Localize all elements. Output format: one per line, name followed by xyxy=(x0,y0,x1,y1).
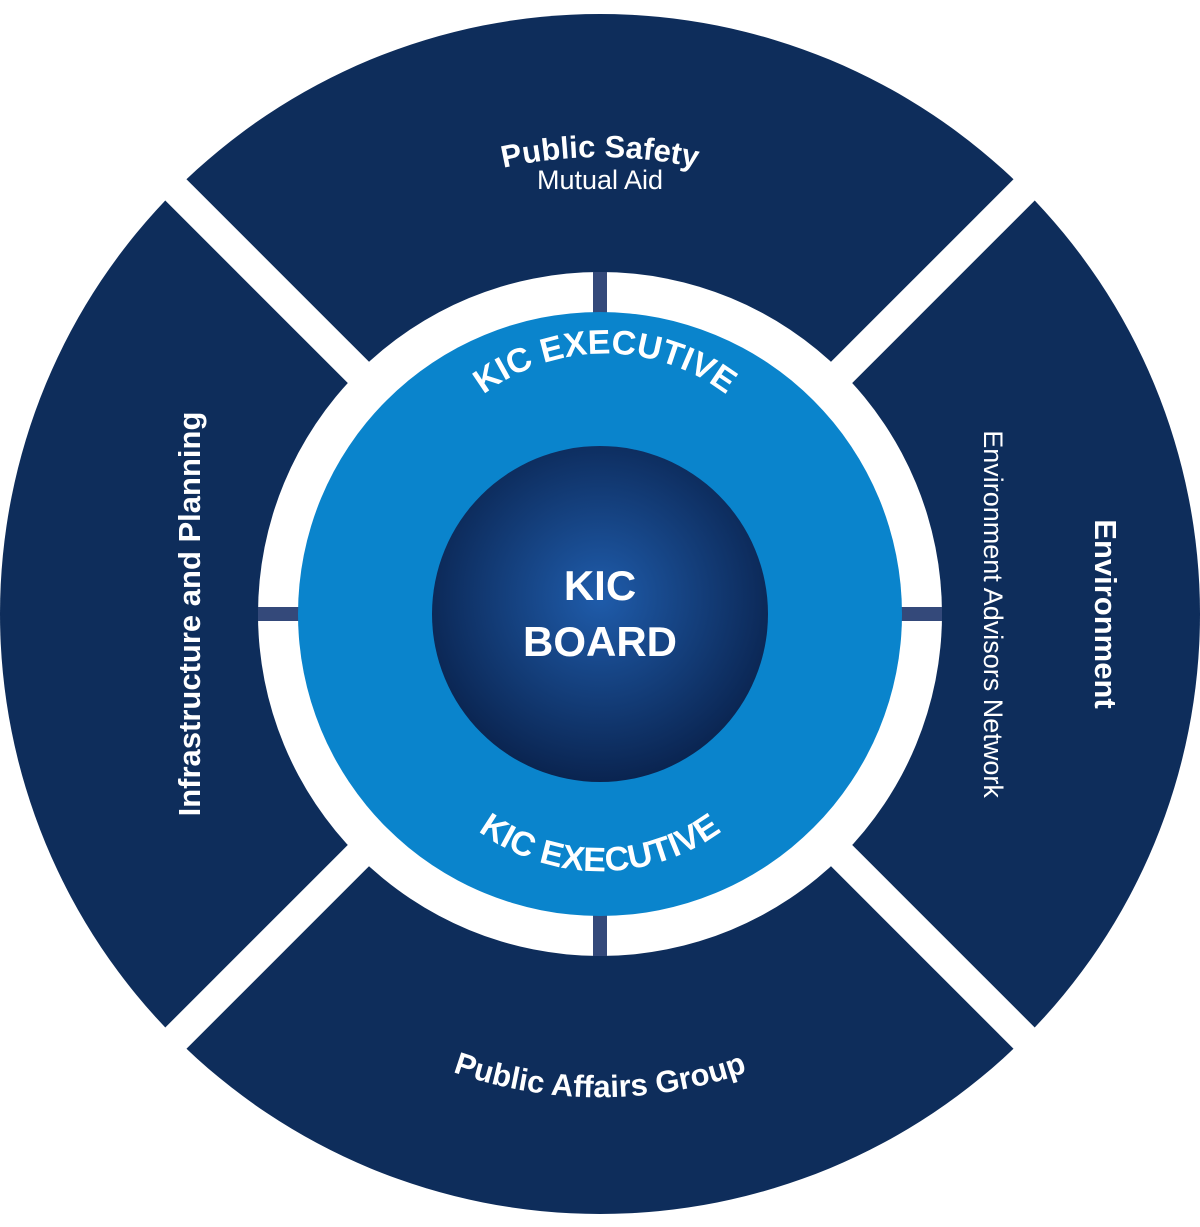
connector-right xyxy=(900,607,942,621)
board-label-line1: KIC xyxy=(564,562,636,609)
segment-right-subtitle: Environment Advisors Network xyxy=(978,430,1008,798)
segment-left-title: Infrastructure and Planning xyxy=(172,412,207,817)
segment-top-subtitle: Mutual Aid xyxy=(537,165,663,195)
segment-right-title: Environment xyxy=(1088,519,1123,708)
connector-left xyxy=(258,607,300,621)
connector-top xyxy=(593,272,607,314)
board-center xyxy=(432,446,768,782)
connector-bottom xyxy=(593,914,607,956)
board-label-line2: BOARD xyxy=(523,618,677,665)
